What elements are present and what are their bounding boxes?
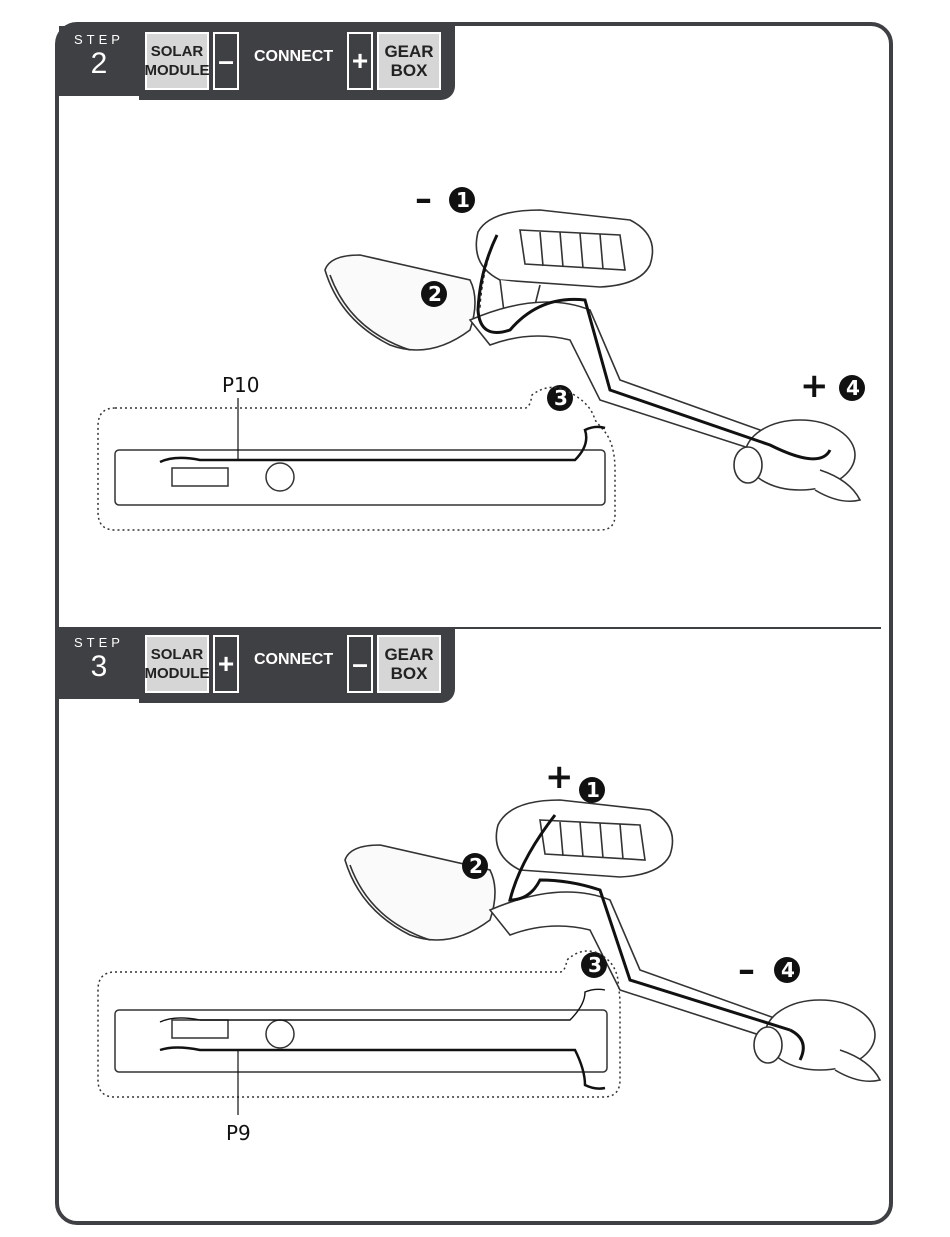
step-3-callout-2-number: 2 [469,854,483,878]
step-3-callout-1-number: 1 [586,778,600,802]
step-3-callout-4-number: 4 [781,958,795,982]
step-3-detail-inset: P9 [98,951,620,1145]
step-2-callout-1-badge: 1 [449,187,475,213]
step-3-callout-4-badge: 4 [774,957,800,983]
step-3-callout-1-sign: + [545,757,574,797]
step-2-callout-2-number: 2 [428,282,442,306]
step-3-callout-4-sign: – [738,950,755,990]
step-2-callout-4-sign: + [800,366,829,406]
step-2-detail-inset: P10 [98,373,615,530]
step-2-callout-3-badge: 3 [547,385,573,411]
step-2-callout-1-sign: – [415,179,432,219]
step-3-callout-3-number: 3 [588,953,602,977]
step-3-callout-3-badge: 3 [581,952,607,978]
step-2-part-label: P10 [222,373,260,397]
step-2-callout-1-number: 1 [456,188,470,212]
step-3-callout-2-badge: 2 [462,853,488,879]
step-3-part-label: P9 [226,1121,251,1145]
step-2-callout-4-badge: 4 [839,375,865,401]
step-3-callout-1-badge: 1 [579,777,605,803]
step-2-callout-3-number: 3 [554,386,568,410]
step-2-callout-4-number: 4 [846,376,860,400]
step-2-callout-2-badge: 2 [421,281,447,307]
